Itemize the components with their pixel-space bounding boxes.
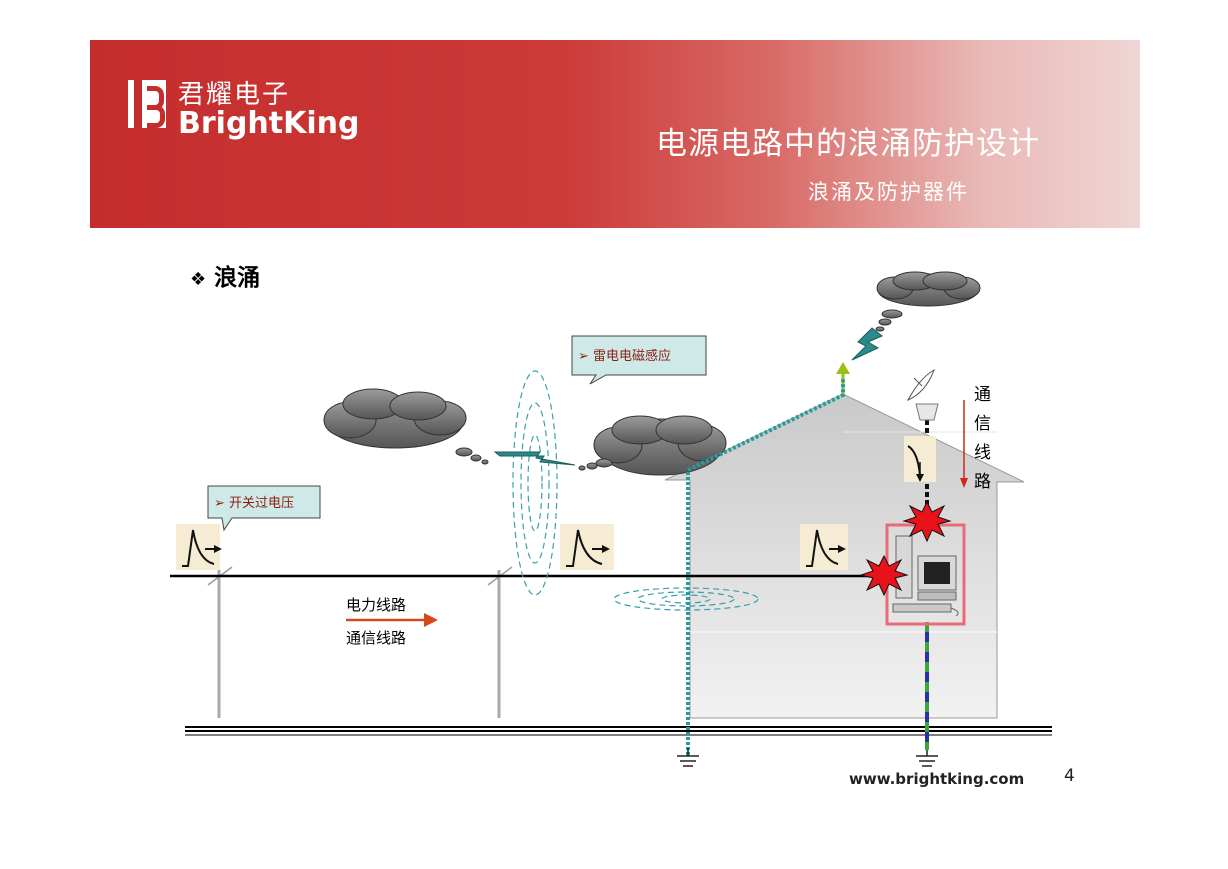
section-heading-text: 浪涌 [214,265,261,291]
callout-switching-overvoltage: ➢ 开关过电压 [207,485,321,532]
brightking-logo-icon [128,80,166,128]
slide-subtitle: 浪涌及防护器件 [808,180,969,204]
vertical-label-char: 线 [974,443,991,463]
callout-switching-text: ➢ 开关过电压 [214,496,294,511]
ground-symbol-left-icon [677,748,699,767]
legend-arrow-icon [346,613,438,627]
legend-power-line: 电力线路 [346,596,406,614]
header-banner: 君耀电子 BrightKing 电源电路中的浪涌防护设计 浪涌及防护器件 [90,40,1140,228]
callout-lightning-induction: ➢ 雷电电磁感应 [571,335,707,385]
section-heading: ❖ 浪涌 [190,258,260,292]
surge-waveform-icon [800,524,848,570]
lightning-current-path [686,378,845,755]
cloud-left [323,388,489,465]
surge-spark-icon [902,500,952,543]
surge-spark-icon [859,554,909,597]
surge-down-waveform-icon [904,436,936,482]
logo-chinese-name: 君耀电子 [178,80,291,110]
slide-title: 电源电路中的浪涌防护设计 [656,126,1040,162]
lightning-bolt-top-icon [851,327,883,361]
surge-waveform-icon [176,524,222,570]
page-number: 4 [1064,766,1075,786]
cloud-top-right [875,271,981,332]
comm-down-arrow-icon [960,400,968,488]
legend-comm-line: 通信线路 [346,629,406,647]
surge-waveform-icon [560,524,614,570]
satellite-dish-icon [906,368,939,421]
cloud-middle [578,415,727,476]
vertical-comm-label: 通 信 线 路 [974,385,991,492]
vertical-label-char: 信 [974,414,991,434]
callout-lightning-text: ➢ 雷电电磁感应 [578,348,671,364]
footer-url: www.brightking.com [849,770,1025,788]
ground-symbol-right-icon [916,748,938,767]
diamond-bullet-icon: ❖ [190,269,207,290]
vertical-label-char: 路 [974,472,991,492]
ground-lines [185,726,1052,736]
lightning-bolt-icon [493,451,576,466]
logo-english-name: BrightKing [178,106,360,141]
vertical-label-char: 通 [974,385,991,405]
